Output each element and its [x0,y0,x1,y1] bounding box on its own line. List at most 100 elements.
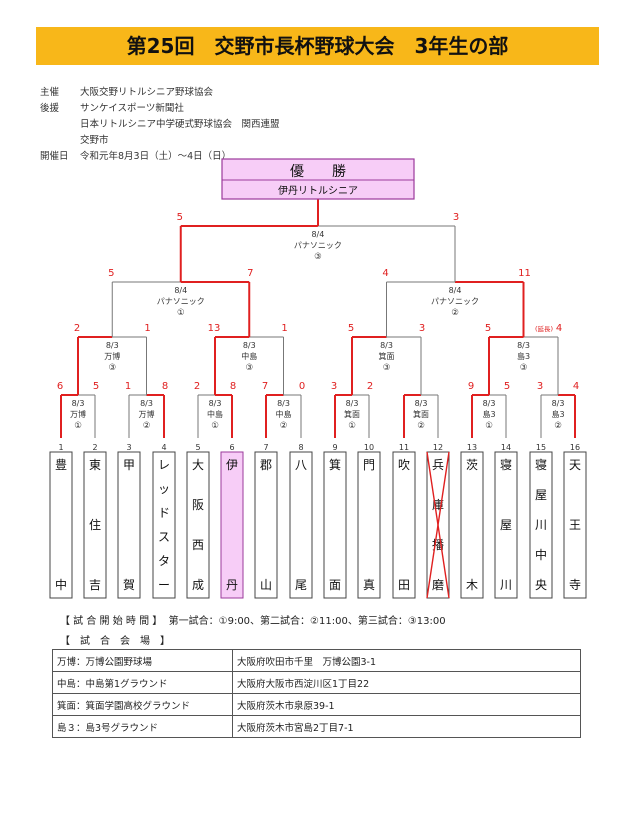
match-venue: 島3 [482,409,495,419]
match-score: 0 [299,381,305,392]
team-box [460,451,484,599]
team-name-char: 茨 [466,458,478,472]
team-box [49,451,73,599]
team-name-char: ス [158,530,170,544]
team-name-char: 成 [192,578,204,592]
team-name-char: 天 [569,458,581,472]
match-game-number: ③ [383,363,391,373]
match-date: 8/3 [209,399,222,408]
team-name-char: 山 [260,578,272,592]
team-name-char: 甲 [123,458,135,472]
team-name-char: 央 [535,578,547,592]
match-date: 8/3 [243,341,256,350]
champion-label: 優 勝 [290,164,346,180]
team-box [392,451,416,599]
venue-address: 大阪府大阪市西淀川区1丁目22 [232,671,581,694]
team-number: 11 [399,443,409,452]
venue-address: 大阪府茨木市泉原39-1 [232,693,581,716]
team-name-char: 西 [192,538,204,552]
match-game-number: ① [211,421,219,431]
start-times: 【 試 合 開 始 時 間 】 第一試合：①9:00、第二試合：②11:00、第… [60,612,446,627]
meta-value: 令和元年8月3日（土）～4日（日） [80,151,232,162]
team-number: 6 [229,443,234,452]
match-date: 8/3 [72,399,85,408]
team-box [529,451,553,599]
team-box [83,451,107,599]
table-row: 中島：中島第1グラウンド 大阪府大阪市西淀川区1丁目22 [52,671,581,694]
match-score: 11 [518,268,531,279]
team-number: 2 [92,443,97,452]
match-note: (延長) [535,324,553,333]
team-name-char: 尾 [295,578,307,592]
team-box [254,451,278,599]
team-name-char: 住 [89,518,101,532]
match-date: 8/3 [552,399,565,408]
match-score: 4 [573,381,579,392]
team-name-char: 川 [535,518,547,532]
venue-address: 大阪府吹田市千里 万博公園3-1 [232,649,581,672]
match-game-number: ② [554,421,562,431]
table-row: 箕面：箕面学園高校グラウンド 大阪府茨木市泉原39-1 [52,693,581,716]
match-date: 8/3 [106,341,119,350]
team-number: 8 [298,443,303,452]
team-box [323,451,347,599]
match-score: 2 [194,381,200,392]
team-name-char: 中 [55,577,67,592]
match-score: 6 [57,381,63,392]
venue-name: 島３：島3号グラウンド [52,715,233,738]
team-name-char: 川 [500,578,512,592]
venue-name: 箕面：箕面学園高校グラウンド [52,693,233,716]
team-name-char: 磨 [432,578,444,592]
venue-name: 中島：中島第1グラウンド [52,671,233,694]
match-score: 5 [108,268,114,279]
match-score: 5 [177,212,183,223]
match-game-number: ② [451,308,459,318]
venue-title: 【 試 合 会 場 】 [60,636,170,647]
match-score: 5 [348,323,354,334]
team-name-char: 大 [192,458,204,472]
meta-label: 主催 [40,87,60,98]
match-date: 8/3 [277,399,290,408]
team-name-char: 賀 [123,578,135,592]
match-game-number: ① [74,421,82,431]
start-times-value: 第一試合：①9:00、第二試合：②11:00、第三試合：③13:00 [168,616,446,627]
team-number: 10 [364,443,374,452]
match-score: 3 [331,381,337,392]
match-venue: 島3 [551,409,564,419]
team-number: 16 [570,443,580,452]
team-name-char: 伊 [226,458,238,472]
team-box [117,451,141,599]
team-name-char: 寝 [535,457,547,472]
team-name-char: 阪 [192,498,204,512]
match-date: 8/4 [311,230,324,239]
team-name-char: 木 [466,578,478,592]
match-game-number: ① [348,421,356,431]
match-score: 5 [485,323,491,334]
team-name-char: 中 [535,547,547,562]
match-score: 5 [93,381,99,392]
meta-value: 交野市 [80,135,109,146]
match-venue: 箕面 [413,409,429,419]
match-score: 4 [556,323,562,334]
team-number: 5 [195,443,200,452]
champion-team: 伊丹リトルシニア [278,185,358,197]
team-box [186,451,210,599]
team-box [152,451,176,599]
team-box [289,451,313,599]
venue-name: 万博：万博公園野球場 [52,649,233,672]
team-name-char: 田 [398,578,410,592]
match-score: 5 [504,381,510,392]
team-name-char: ー [158,578,170,592]
team-name-char: 真 [363,578,375,592]
match-date: 8/3 [415,399,428,408]
match-venue: 万博 [70,409,86,419]
match-score: 8 [230,381,236,392]
match-venue: 中島 [241,351,257,361]
match-score: 1 [281,323,287,334]
meta-label: 開催日 [40,151,69,162]
team-number: 7 [263,443,268,452]
team-name-char: 箕 [329,458,341,472]
match-date: 8/3 [346,399,359,408]
team-name-char: レ [158,458,170,472]
